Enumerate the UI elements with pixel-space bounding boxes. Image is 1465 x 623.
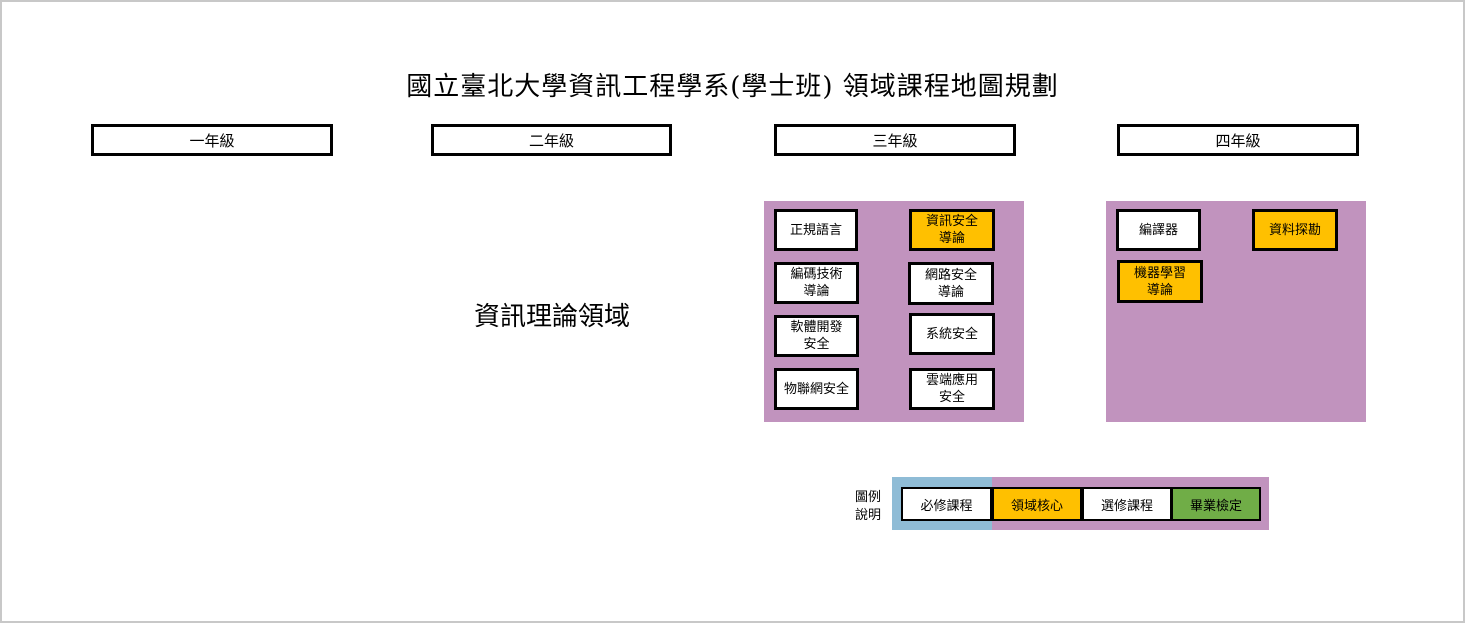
legend-graduation-check: 畢業檢定 — [1171, 487, 1261, 521]
course-box[interactable]: 資訊安全 導論 — [909, 209, 995, 251]
course-box[interactable]: 物聯網安全 — [774, 368, 859, 410]
course-box[interactable]: 編譯器 — [1116, 209, 1201, 251]
year-header-2: 二年級 — [431, 124, 672, 156]
course-box[interactable]: 網路安全 導論 — [908, 262, 994, 305]
course-box[interactable]: 資料探勘 — [1252, 209, 1338, 251]
course-box[interactable]: 機器學習 導論 — [1117, 260, 1203, 303]
course-box[interactable]: 雲端應用 安全 — [909, 368, 995, 410]
legend-title: 圖例 說明 — [854, 490, 881, 523]
legend-elective: 選修課程 — [1082, 487, 1172, 521]
legend-domain-core: 領域核心 — [992, 487, 1082, 521]
course-box[interactable]: 正規語言 — [774, 209, 858, 251]
year-header-4: 四年級 — [1117, 124, 1359, 156]
domain-label: 資訊理論領域 — [473, 302, 630, 332]
year-header-1: 一年級 — [91, 124, 333, 156]
course-box[interactable]: 系統安全 — [909, 313, 995, 355]
year-header-3: 三年級 — [774, 124, 1016, 156]
page-title: 國立臺北大學資訊工程學系(學士班) 領域課程地圖規劃 — [406, 72, 1059, 102]
course-box[interactable]: 編碼技術 導論 — [774, 262, 859, 304]
course-box[interactable]: 軟體開發 安全 — [774, 315, 859, 357]
legend-required: 必修課程 — [901, 487, 992, 521]
